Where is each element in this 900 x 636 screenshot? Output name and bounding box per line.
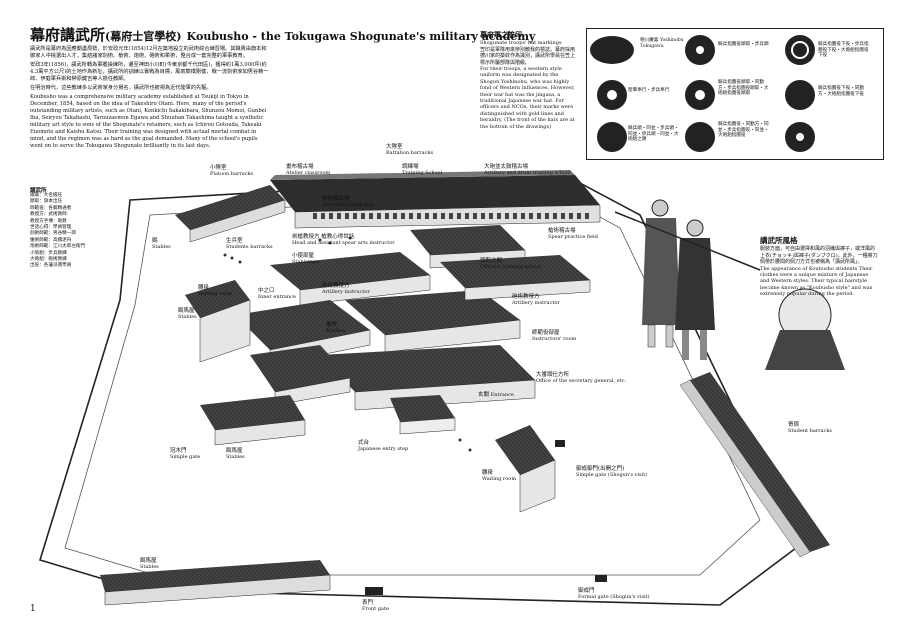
legend-label: 騎兵頭・同並・步兵頭・同並・歩兵頭・同並・大砲組之頭 (628, 126, 679, 143)
hat-text-jp: 笠印是軍隊用來辨別敵我的標誌。幕府採用德川家的葵紋作為識別，講武所學員在笠上標示… (480, 46, 576, 66)
yard-figures (223, 236, 472, 452)
waiting-room (495, 425, 556, 513)
rank-item: 大砲組：砲術教練 (30, 257, 67, 263)
rank-item: 總裁：大名擔任 (30, 193, 63, 198)
platoon-barracks (175, 185, 286, 243)
page-number: 1 (30, 604, 36, 614)
hat-text-en: For their troops, a western style unifor… (480, 66, 575, 130)
legend-label: 騎兵指圖役頭取・同勤方・步兵指圖役頭取・大砲組指圖役頭取 (718, 80, 769, 97)
legend-label: 德川慶喜 Yoshinobu Tokugawa (640, 38, 684, 49)
hat-heading-en: Shogunate troops' hat markings (480, 40, 562, 47)
rank-item: 出役：各藩派遣學員 (30, 263, 72, 269)
uniform-text-en: The appearance of Koubusho students Thei… (760, 265, 873, 298)
rank-item: 教授方：武術教師 (30, 212, 67, 218)
hat-markings-text: 幕府軍之笠印 Shogunate troops' hat markings 笠印… (480, 30, 576, 130)
intro-paragraph: 講武所是幕府為因應動盪局勢，於安政元年(1854)12月在築地設立的武術綜合練習… (30, 46, 267, 59)
intro-paragraph: Koubusho was a comprehensive military ac… (30, 94, 267, 149)
uniform-heading: 講武所風格 (760, 236, 798, 245)
student-barracks (679, 372, 830, 558)
rank-item: 小筒組：步兵教練 (30, 250, 67, 256)
bottom-stables (100, 560, 331, 606)
label-shogun-gate: 御成御門(出開之門)Simple gate (Shogun's visit) (576, 466, 648, 478)
rank-item: 教授方手傳：助教 (30, 218, 67, 224)
rank-item: 頭取：旗本出任 (30, 199, 63, 205)
rank-list: 總裁：大名擔任 頭取：旗本出任 師範役：各藝精通者 教授方：武術教師 教授方手傳… (30, 193, 126, 270)
central-complex (235, 225, 591, 435)
perimeter-wall (38, 174, 802, 606)
legend-label: 騎兵指圖役・同勤方・同並・步兵指圖役・同並・大砲組指圖役 (718, 122, 769, 139)
hat-legend-box (586, 28, 884, 160)
rank-item: 炮術師範：江川太郎左衛門 (30, 244, 86, 250)
intro-paragraph: 安政3年(1856)，講武所轉為軍艦操練所，遷至神田小川町(今東京都千代田區)，… (30, 62, 269, 82)
rank-item: 世話心得：學員管理 (30, 225, 72, 231)
rank-item: 槍術師範：高橋泥舟 (30, 237, 72, 243)
intro-paragraph: 在明治時代，這些教練多以武術家身分揚名，講武所也被視為近代陸軍的先驅。 (30, 85, 212, 91)
rank-item: 師範役：各藝精通者 (30, 205, 72, 211)
legend-label: 騎兵指圖役頭取・步兵頭 (718, 42, 769, 47)
hat-heading: 幕府軍之笠印 (480, 30, 522, 39)
legend-label: 陸軍奉行・步兵奉行 (628, 88, 670, 93)
intro-text: 講武所是幕府為因應動盪局勢，於安政元年(1854)12月在築地設立的武術綜合練習… (30, 46, 270, 152)
legend-label: 騎兵指圖役下役・步兵指圖役下役・大砲組指圖役下役 (818, 42, 869, 59)
rank-title: 講武所 (30, 188, 47, 194)
page-title: 幕府講武所(幕府士官學校) Koubusho - the Tokugawa Sh… (30, 26, 536, 44)
student-figures (614, 199, 845, 370)
legend-label: 騎兵指圖役下役・同勤方・大砲組指圖役下役 (818, 86, 864, 97)
uniform-text-jp: 服裝方面，可自由選擇和風的羽織與褲子，或洋風的上衣(チョッキ)與褲子(ダンブクロ… (760, 246, 878, 266)
top-barracks (270, 170, 601, 229)
legend-emblems (590, 35, 815, 152)
left-stables (185, 280, 306, 446)
uniform-text: 講武所風格 服裝方面，可自由選擇和風的羽織與褲子，或洋風的上衣(チョッキ)與褲子… (760, 236, 878, 298)
rank-item: 劍術師範：男谷精一郎 (30, 231, 76, 237)
gates (365, 440, 607, 595)
label-entrance: 玄關 Entrance (478, 392, 514, 398)
